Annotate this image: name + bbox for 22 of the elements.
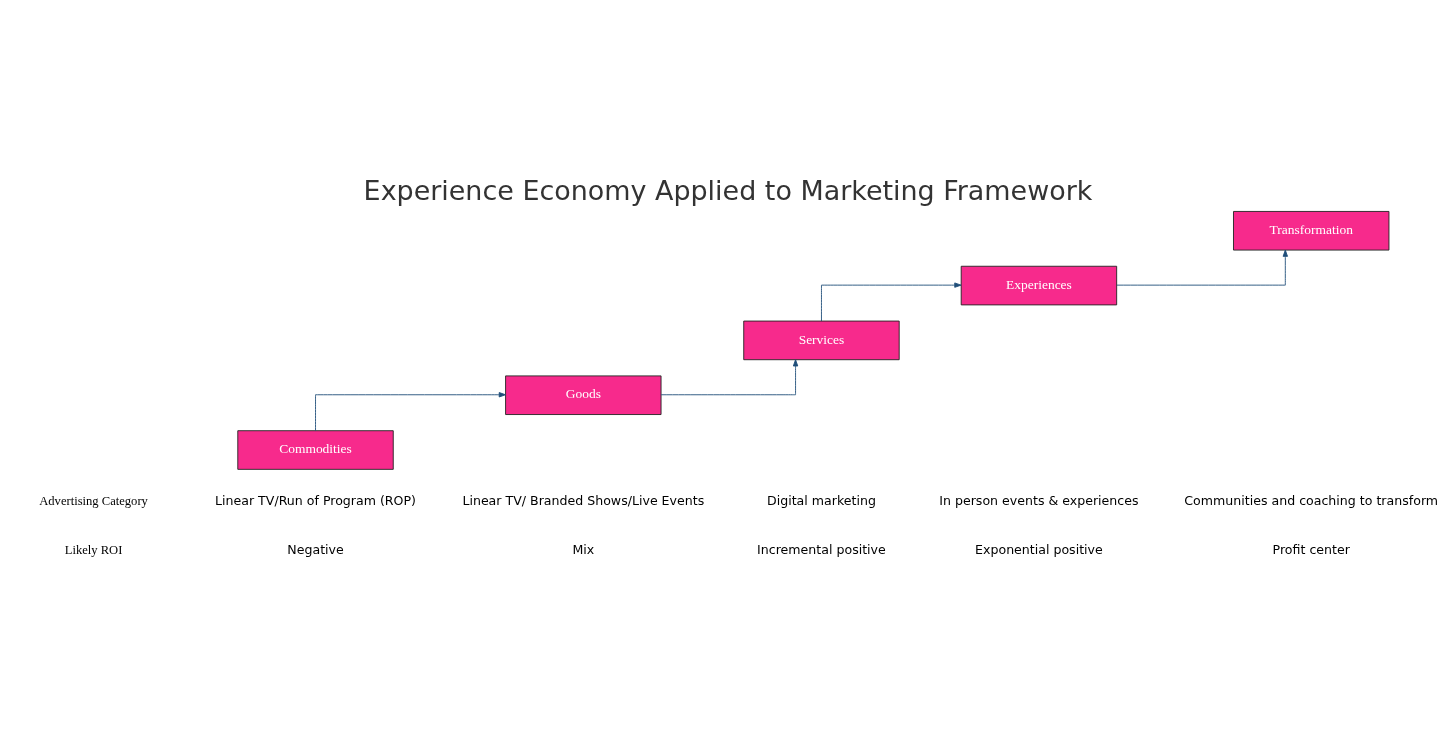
node-box: Commodities: [237, 429, 394, 470]
label: Mix: [572, 541, 595, 557]
node-box: Services: [743, 320, 900, 360]
label: Linear TV/Run of Program (ROP): [215, 492, 416, 508]
arrow: [315, 391, 506, 431]
label: Advertising Category: [39, 493, 148, 508]
node-box: Experiences: [960, 265, 1118, 305]
label: Communities and coaching to transform: [1184, 492, 1439, 508]
diagram-title: Experience Economy Applied to Marketing Framework: [363, 174, 1093, 206]
label: Linear TV/ Branded Shows/Live Events: [462, 492, 705, 508]
label: In person events & experiences: [939, 492, 1139, 508]
label: Likely ROI: [64, 542, 123, 557]
node-box: Transformation: [1233, 210, 1390, 251]
label: Digital marketing: [767, 492, 876, 508]
label: Exponential positive: [975, 541, 1103, 557]
arrow: [821, 282, 962, 321]
node-box: Goods: [505, 374, 662, 415]
arrow: [660, 358, 799, 395]
arrow: [1116, 249, 1288, 286]
label: Negative: [287, 541, 344, 557]
label: Incremental positive: [757, 541, 886, 557]
label: Profit center: [1272, 541, 1350, 557]
